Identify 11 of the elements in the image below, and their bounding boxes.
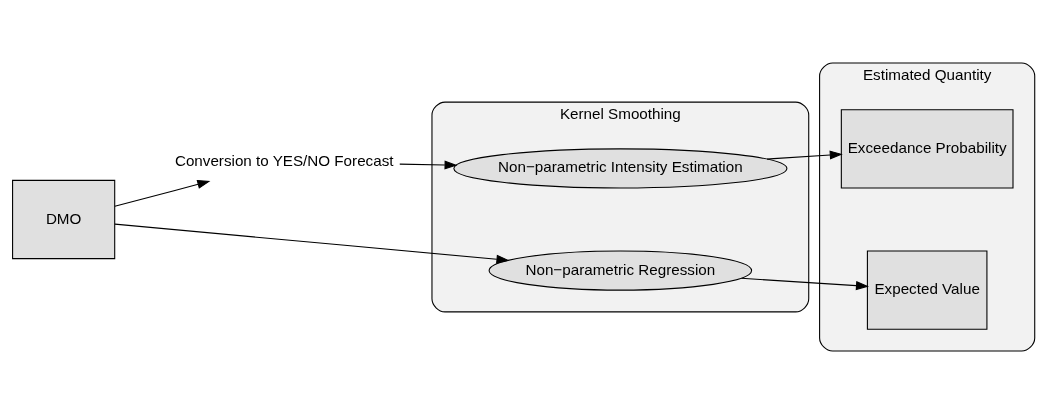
arrow (740, 277, 869, 291)
node-box: Exceedance Probability (840, 109, 1014, 189)
node-text: Conversion to YES/NO Forecast (174, 151, 394, 169)
node-box: DMO (12, 179, 116, 260)
arrow (399, 160, 458, 170)
arrow (114, 180, 211, 207)
node-ellipse: Non−parametric Intensity Estimation (453, 148, 788, 189)
arrow (114, 223, 510, 264)
node-ellipse: Non−parametric Regression (488, 250, 753, 291)
arrow (766, 150, 843, 160)
node-box: Expected Value (866, 250, 988, 330)
